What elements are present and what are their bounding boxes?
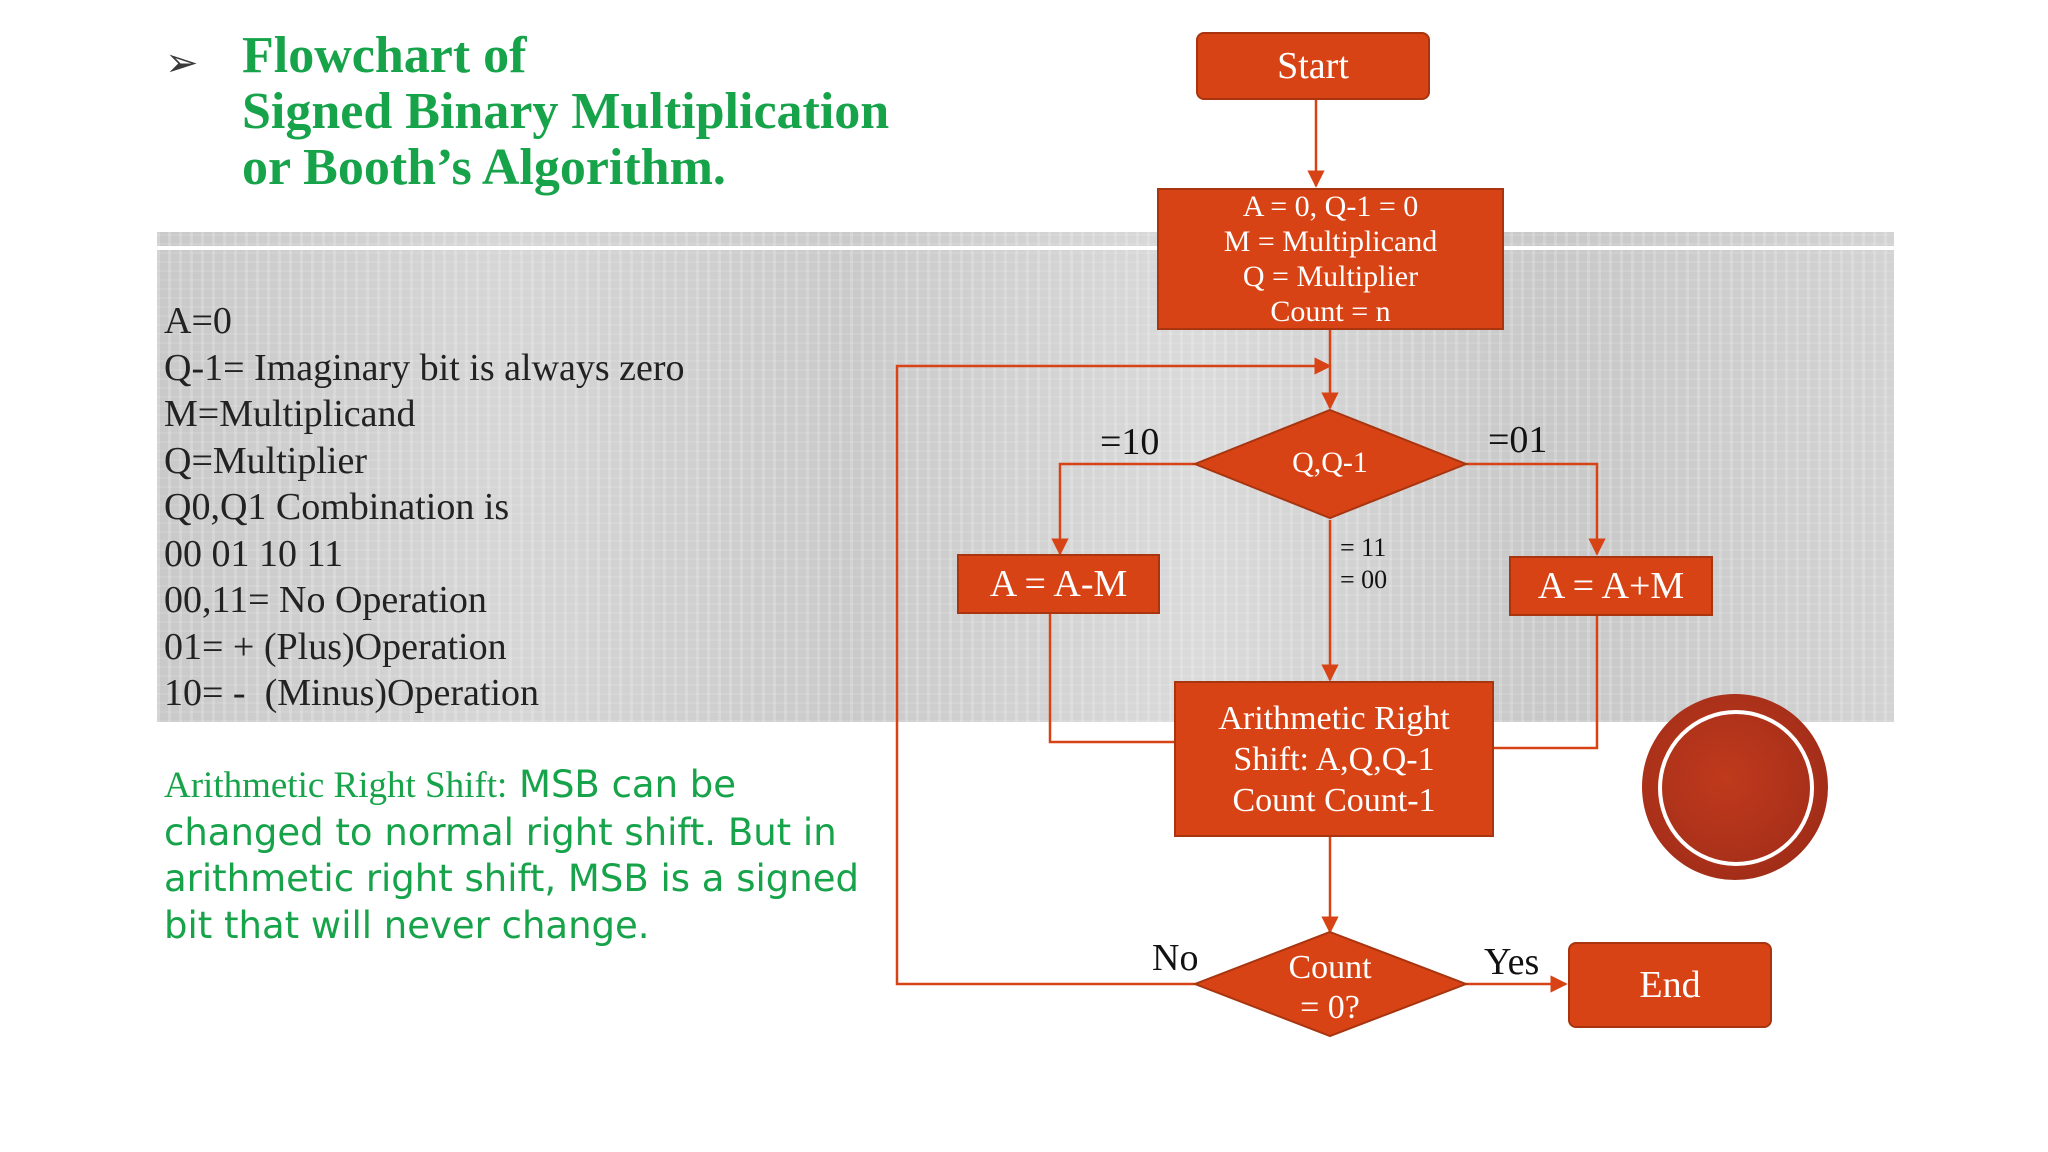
definition-item: Q=Multiplier xyxy=(164,439,367,482)
note-body: MSB can be changed to normal right shift… xyxy=(164,763,859,947)
label-11-00: = 11 = 00 xyxy=(1340,532,1387,596)
connector-sub-shift xyxy=(1048,614,1174,744)
band-divider-top xyxy=(157,246,1894,250)
label-10: =10 xyxy=(1100,421,1160,463)
shift-line: Arithmetic Right xyxy=(1218,699,1450,737)
add-box: A = A+M xyxy=(1509,556,1713,616)
connector-to-sub xyxy=(1051,462,1195,556)
init-line: M = Multiplicand xyxy=(1223,225,1438,258)
arithmetic-shift-note: Arithmetic Right Shift: MSB can be chang… xyxy=(164,762,864,949)
init-box: A = 0, Q-1 = 0 M = Multiplicand Q = Mult… xyxy=(1157,188,1504,330)
definition-item: 00 01 10 11 xyxy=(164,532,344,575)
end-box: End xyxy=(1568,942,1772,1028)
grey-texture-band xyxy=(157,232,1894,722)
connector-to-add xyxy=(1466,462,1606,556)
definition-item: M=Multiplicand xyxy=(164,393,416,435)
definition-item: A=0 xyxy=(164,300,232,342)
add-label: A = A+M xyxy=(1537,565,1685,607)
definition-item: Q-1= Imaginary bit is always zero xyxy=(164,346,685,389)
slide-title: Flowchart of Signed Binary Multiplicatio… xyxy=(242,28,889,196)
shift-lines: Arithmetic Right Shift: A,Q,Q-1 Count Co… xyxy=(1218,698,1449,821)
shift-line: Count Count-1 xyxy=(1232,781,1436,819)
subtract-box: A = A-M xyxy=(957,554,1160,614)
init-line: A = 0, Q-1 = 0 xyxy=(1242,190,1419,223)
definition-item: 10= - (Minus)Operation xyxy=(164,672,539,714)
end-label: End xyxy=(1639,964,1701,1006)
label-mid-line: = 00 xyxy=(1340,565,1388,594)
connector-loop-back xyxy=(895,357,1332,986)
decision-diamond-count xyxy=(1192,930,1469,1038)
count-line: Count xyxy=(1288,949,1372,986)
title-line: or Booth’s Algorithm. xyxy=(242,139,726,196)
label-01: =01 xyxy=(1488,419,1548,461)
definition-item: Q0,Q1 Combination is xyxy=(164,486,510,528)
title-line: Signed Binary Multiplication xyxy=(242,83,890,140)
init-line: Count = n xyxy=(1270,295,1391,328)
label-mid-line: = 11 xyxy=(1340,533,1387,562)
label-no: No xyxy=(1152,937,1199,979)
decision-count-label: Count = 0? xyxy=(1230,948,1430,1028)
decorative-circle xyxy=(1642,694,1828,880)
count-line: = 0? xyxy=(1300,989,1360,1026)
start-label: Start xyxy=(1277,45,1349,87)
start-box: Start xyxy=(1196,32,1430,100)
band-divider-bottom xyxy=(157,724,1894,728)
definition-item: 01= + (Plus)Operation xyxy=(164,625,507,668)
definitions-list: A=0 Q-1= Imaginary bit is always zero M=… xyxy=(164,298,685,717)
init-line: Q = Multiplier xyxy=(1242,260,1419,293)
decision-q-label: Q,Q-1 xyxy=(1292,446,1368,479)
note-lead: Arithmetic Right Shift: xyxy=(164,765,508,806)
circle-ring xyxy=(1658,710,1814,866)
subtract-label: A = A-M xyxy=(989,563,1128,605)
arrow-bullet-icon: ➢ xyxy=(165,40,199,86)
connector-add-shift xyxy=(1492,614,1599,750)
init-lines: A = 0, Q-1 = 0 M = Multiplicand Q = Mult… xyxy=(1224,189,1438,329)
shift-box: Arithmetic Right Shift: A,Q,Q-1 Count Co… xyxy=(1174,681,1494,837)
label-yes: Yes xyxy=(1484,941,1540,983)
shift-line: Shift: A,Q,Q-1 xyxy=(1233,740,1435,778)
definition-item: 00,11= No Operation xyxy=(164,579,487,621)
title-line: Flowchart of xyxy=(242,27,527,84)
decision-diamond-q xyxy=(1192,408,1469,520)
